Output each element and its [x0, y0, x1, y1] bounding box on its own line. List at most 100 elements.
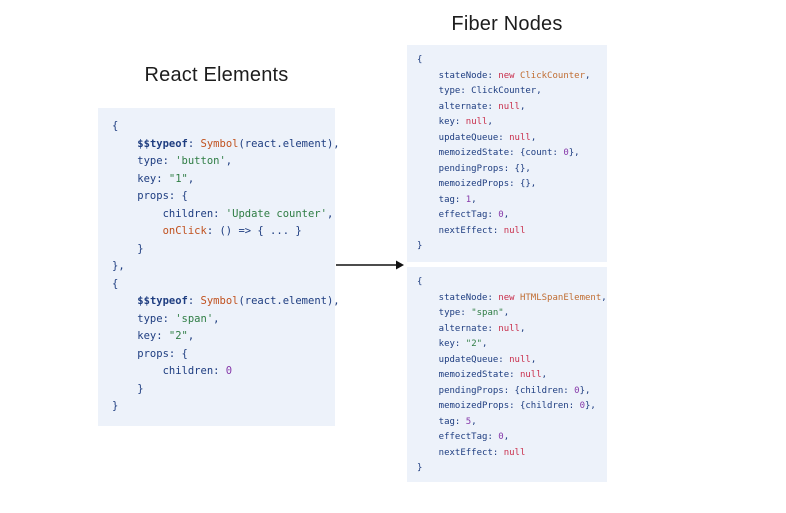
code-token: ,: [187, 172, 195, 185]
code-token: new: [498, 70, 515, 81]
code-token: alternate:: [417, 101, 499, 112]
code-line: key: null,: [417, 115, 602, 131]
code-line: $$typeof: Symbol(react.element),: [112, 293, 339, 311]
code-token: (react.element),: [238, 137, 340, 150]
code-line: effectTag: 0,: [417, 208, 602, 224]
code-token: ,: [225, 155, 233, 167]
code-token: Symbol: [200, 137, 239, 150]
code-token: ClickCounter: [519, 70, 585, 81]
code-line: memoizedState: null,: [417, 368, 602, 384]
code-token: HTMLSpanElement: [519, 292, 602, 303]
code-token: {: [417, 277, 423, 287]
code-token: ,: [541, 370, 548, 380]
code-token: {: [112, 277, 119, 290]
code-line: updateQueue: null,: [417, 353, 602, 369]
code-line: memoizedState: {count: 0},: [417, 146, 602, 162]
code-token: }: [112, 400, 119, 412]
code-token: stateNode:: [417, 292, 499, 303]
code-token: 0: [563, 148, 569, 158]
code-token: effectTag:: [417, 432, 499, 442]
code-token: null: [519, 370, 542, 380]
code-line: tag: 5,: [417, 415, 602, 431]
code-token: ,: [519, 323, 526, 334]
code-token: ,: [503, 210, 510, 220]
code-token: nextEffect:: [417, 447, 504, 458]
code-token: null: [498, 101, 520, 112]
react-elements-code-block: { $$typeof: Symbol(react.element), type:…: [98, 108, 340, 426]
code-line: }: [417, 461, 602, 477]
code-token: null: [503, 225, 526, 236]
code-token: ,: [503, 308, 510, 318]
code-token: 0: [498, 210, 504, 220]
code-token: }: [112, 382, 144, 395]
code-token: :: [187, 295, 201, 307]
fiber-nodes-title: Fiber Nodes: [451, 13, 563, 35]
code-token: memoizedState: {count:: [417, 148, 564, 158]
code-token: [112, 295, 137, 307]
code-line: pendingProps: {},: [417, 162, 602, 178]
code-token: type:: [112, 312, 176, 325]
code-token: ,: [326, 207, 334, 220]
code-token: 0: [498, 432, 504, 442]
code-token: 'Update counter': [225, 207, 327, 220]
code-token: {: [112, 120, 119, 132]
code-token: "1": [168, 172, 188, 185]
code-token: 0: [225, 365, 233, 377]
code-token: key:: [112, 172, 169, 185]
code-line: pendingProps: {children: 0},: [417, 384, 602, 400]
code-line: $$typeof: Symbol(react.element),: [112, 136, 339, 154]
code-token: null: [509, 354, 531, 365]
code-token: ,: [585, 70, 591, 81]
code-line: effectTag: 0,: [417, 430, 602, 446]
code-line: type: 'button',: [112, 153, 329, 171]
code-line: memoizedProps: {children: 0},: [417, 399, 602, 415]
code-token: ,: [601, 292, 607, 303]
code-line: key: "2",: [417, 337, 602, 353]
code-token: },: [568, 148, 580, 158]
code-token: }: [417, 463, 423, 473]
code-token: [112, 138, 137, 150]
code-token: ,: [213, 312, 220, 325]
code-token: ,: [471, 194, 477, 205]
code-token: children:: [112, 207, 226, 220]
code-token: },: [112, 260, 125, 272]
code-line: }: [112, 381, 329, 399]
code-line: nextEffect: null: [417, 224, 602, 240]
code-token: 0: [579, 401, 585, 411]
code-token: (react.element),: [238, 295, 340, 307]
fiber-node-2-code-block: { stateNode: new HTMLSpanElement, type: …: [407, 267, 607, 482]
code-line: tag: 1,: [417, 193, 602, 209]
code-line: memoizedProps: {},: [417, 177, 602, 193]
code-line: type: "span",: [417, 306, 602, 322]
code-token: : () => { ... }: [206, 225, 302, 237]
code-token: props: {: [112, 347, 188, 360]
code-token: ,: [482, 339, 488, 349]
code-line: key: "2",: [112, 328, 329, 346]
code-token: "span": [471, 308, 504, 318]
code-token: effectTag:: [417, 210, 499, 220]
code-token: }: [417, 241, 423, 251]
code-token: tag:: [417, 194, 466, 205]
code-token: Symbol: [200, 295, 239, 307]
code-token: "2": [465, 339, 483, 349]
code-token: memoizedProps: {},: [417, 179, 537, 189]
code-token: $$typeof: [137, 137, 188, 150]
code-token: new: [498, 292, 515, 303]
code-line: {: [417, 53, 602, 69]
code-token: 'button': [175, 155, 226, 167]
code-line: nextEffect: null: [417, 446, 602, 462]
code-token: tag:: [417, 416, 466, 427]
code-token: key:: [417, 339, 466, 349]
code-token: ,: [487, 117, 493, 127]
code-token: alternate:: [417, 323, 499, 334]
code-token: null: [509, 132, 531, 143]
code-token: ,: [503, 432, 510, 442]
code-token: memoizedProps: {children:: [417, 401, 580, 411]
code-token: ,: [187, 330, 195, 342]
code-token: "2": [168, 330, 188, 342]
code-token: pendingProps: {},: [417, 163, 531, 174]
code-token: }: [112, 242, 144, 255]
code-line: props: {: [112, 346, 329, 364]
code-line: onClick: () => { ... }: [112, 223, 329, 241]
